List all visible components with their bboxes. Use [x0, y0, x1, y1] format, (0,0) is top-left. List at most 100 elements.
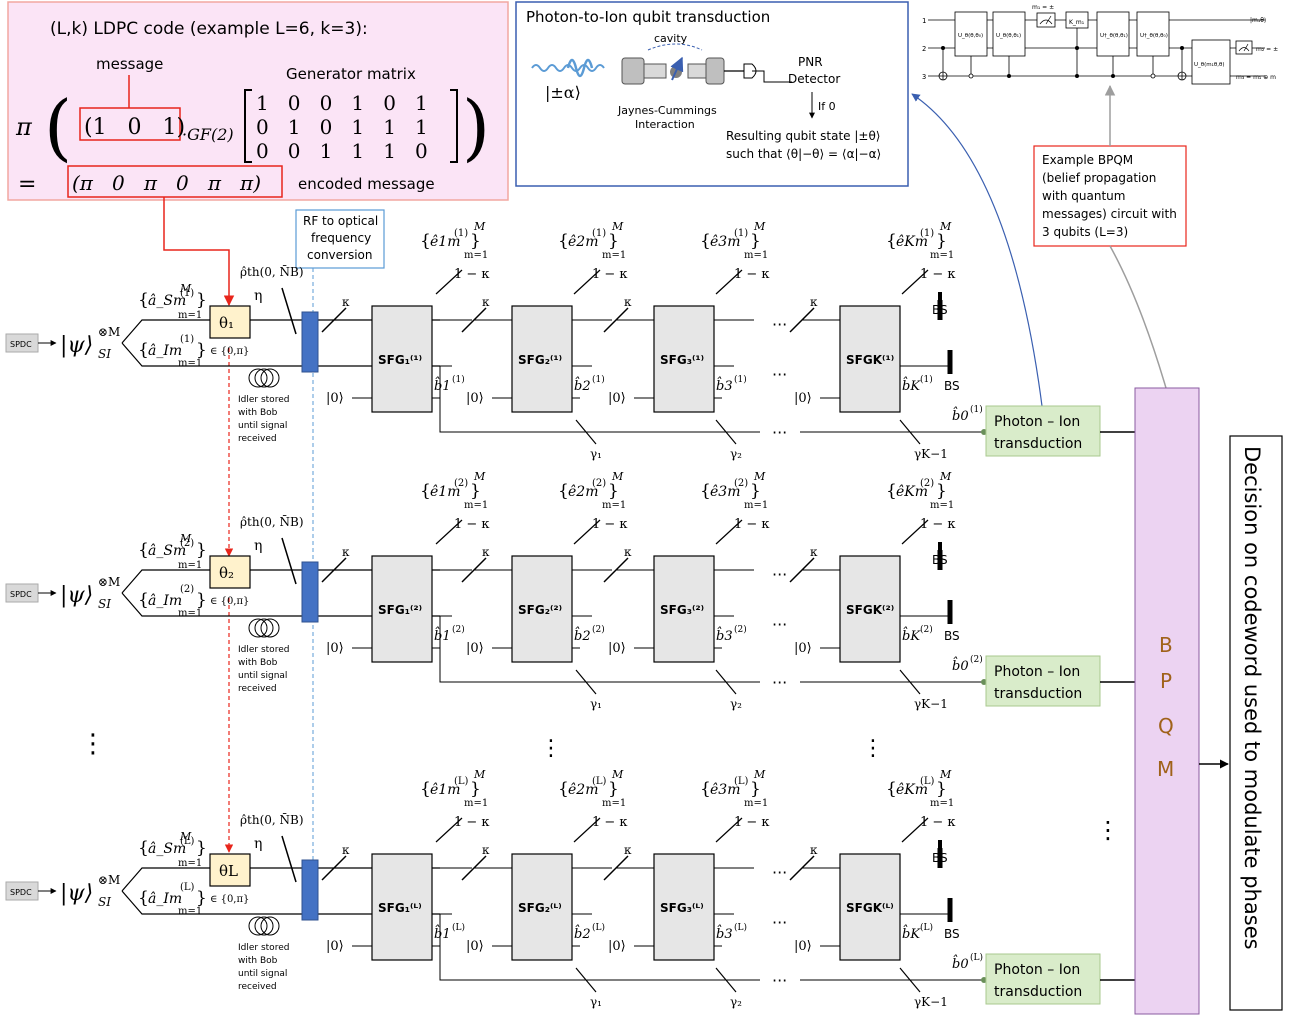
svg-text:}: }: [750, 481, 761, 501]
bpqm-to-note-arrow: [1109, 245, 1167, 389]
gate-u0: U_θ(θ,θ₀): [958, 33, 983, 39]
row-index: (L): [592, 922, 605, 933]
rf-converter: [301, 561, 319, 623]
transduction-vdots: ⋮: [1096, 816, 1120, 844]
m-range: m=1: [744, 250, 768, 261]
sfg-label: SFG₁⁽¹⁾: [378, 353, 422, 367]
psi-sup: ⊗M: [98, 325, 120, 339]
kappa-label: κ: [810, 545, 818, 559]
row-index: (2): [180, 584, 194, 595]
row-index: (1): [592, 374, 605, 385]
row-index: (2): [454, 478, 468, 489]
m-range: m=1: [464, 500, 488, 511]
signal-mode: â_Sm: [148, 841, 186, 857]
sfg-block: [653, 305, 715, 413]
vacuum-input: |0⟩: [794, 939, 812, 954]
e-mode: êKm: [896, 484, 928, 500]
svg-text:}: }: [470, 231, 481, 251]
row-index: (L): [180, 882, 195, 893]
bpqm-letter-p: P: [1160, 669, 1172, 693]
gate-u0-dag: U†_θ(θ,θ₀): [1140, 33, 1168, 39]
ldpc-panel: (L,k) LDPC code (example L=6, k=3): mess…: [7, 1, 509, 201]
psi-sub: SI: [98, 347, 111, 361]
gf-label: ·GF(2): [182, 125, 234, 144]
big-paren-left: (: [44, 85, 72, 169]
vacuum-input: |0⟩: [794, 641, 812, 656]
sup-m: M: [179, 282, 192, 295]
bpqm-circuit: 1 2 3 U_θ(θ,θ₀) U_θ(θ,θ₁) m₁ = ± K_m₁ U†…: [922, 4, 1278, 85]
row-index: (2): [920, 478, 934, 489]
sfg-label: SFG₁⁽ᴸ⁾: [378, 901, 422, 915]
rf-converter: [301, 311, 319, 373]
row-index: (L): [734, 776, 749, 787]
m-range: m=1: [178, 560, 202, 571]
e-mode: ê1m: [430, 484, 460, 500]
m-range: m=1: [178, 310, 202, 321]
idler-note: Idler stored: [238, 943, 289, 953]
sup-m: M: [179, 532, 192, 545]
kappa-label: κ: [624, 545, 632, 559]
transduction-line-2: transduction: [994, 686, 1082, 702]
b-mode: b̂3: [716, 626, 733, 644]
decision-box: Decision on codeword used to modulate ph…: [1229, 435, 1283, 1011]
b-mode: b̂1: [434, 626, 451, 644]
jc-label-1: Jaynes-Cummings: [617, 104, 717, 117]
ellipsis: ···: [772, 673, 787, 692]
bpqm-block: B P Q M: [1134, 387, 1200, 1015]
sup-m: M: [753, 768, 766, 781]
vacuum-input: |0⟩: [608, 939, 626, 954]
idler-mode: â_Im: [148, 343, 182, 359]
sfg-block: [371, 305, 433, 413]
sfg-block: [653, 853, 715, 961]
sup-m: M: [611, 220, 624, 233]
fiber-delay-icon: [260, 368, 280, 388]
spdc-label: SPDC: [10, 590, 32, 599]
sup-m: M: [473, 470, 486, 483]
svg-text:{: {: [700, 481, 711, 501]
vacuum-input: |0⟩: [326, 391, 344, 406]
row-index: (L): [592, 776, 607, 787]
gate-um: U_θ(m₁θ,θ): [1194, 62, 1224, 68]
rf-line-1: RF to optical: [303, 214, 378, 228]
svg-text:{: {: [558, 481, 569, 501]
kappa-label: κ: [624, 843, 632, 857]
m-range: m=1: [602, 250, 626, 261]
note-line-1: Example BPQM: [1042, 153, 1133, 167]
svg-text:}: }: [936, 779, 947, 799]
m-range: m=1: [464, 798, 488, 809]
bpqm-letter-b: B: [1159, 633, 1173, 657]
matrix-row-3: 0 0 1 1 1 0: [256, 139, 428, 163]
idler-mode: â_Im: [148, 593, 182, 609]
bpqm-letter-m: M: [1157, 757, 1174, 781]
sfg-block: [511, 555, 573, 663]
one-minus-kappa: 1 − κ: [734, 815, 770, 830]
gate-k: K_m₁: [1069, 19, 1085, 26]
row-index: (1): [734, 374, 747, 385]
svg-text:{: {: [558, 231, 569, 251]
vacuum-input: |0⟩: [608, 391, 626, 406]
gate-u1-dag: U†_θ(θ,θ₁): [1100, 33, 1128, 39]
kappa-label: κ: [342, 295, 350, 309]
result-line-1: Resulting qubit state |±θ⟩: [726, 129, 880, 143]
svg-text:}: }: [608, 779, 619, 799]
e-mode: ê1m: [430, 234, 460, 250]
ellipsis: ···: [772, 365, 787, 384]
svg-text:}: }: [750, 779, 761, 799]
b-mode: b̂3: [716, 376, 733, 394]
psi-state: |ψ⟩: [60, 333, 93, 358]
e-mode: ê3m: [710, 782, 740, 798]
svg-text:{: {: [138, 290, 149, 310]
sfg-label: SFG₂⁽²⁾: [518, 603, 562, 617]
transduction-line-1: Photon – Ion: [994, 664, 1080, 680]
ellipsis: ···: [772, 863, 787, 882]
row-index: (L): [920, 922, 933, 933]
sfg-label: SFG₃⁽¹⁾: [660, 353, 704, 367]
svg-text:{: {: [420, 779, 431, 799]
svg-text:{: {: [138, 838, 149, 858]
sfg-block: [839, 853, 901, 961]
svg-text:{: {: [138, 590, 149, 610]
sfg-block: [371, 853, 433, 961]
one-minus-kappa: 1 − κ: [920, 815, 956, 830]
sfg-label: SFG₃⁽ᴸ⁾: [660, 901, 704, 915]
note-line-3: with quantum: [1042, 189, 1125, 203]
